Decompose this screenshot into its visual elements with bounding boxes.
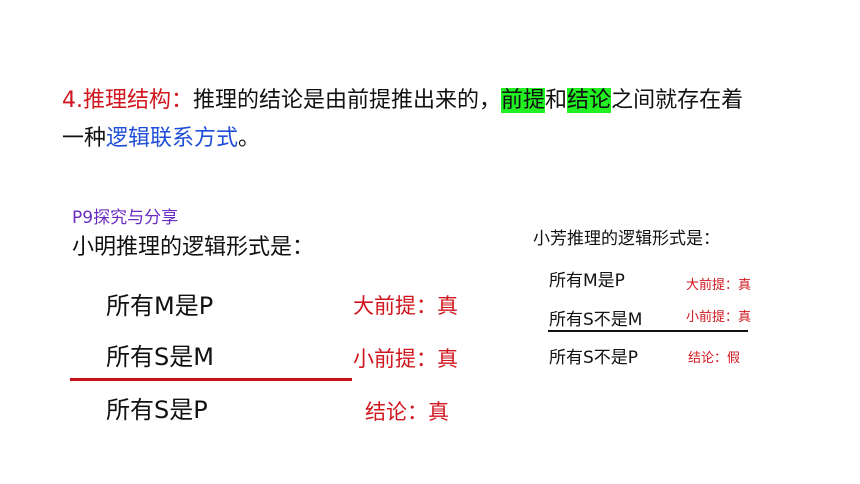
xiaoming-conclusion: 所有S是P: [106, 396, 208, 424]
intro-text-1: 推理的结论是由前提推出来的，: [193, 88, 502, 113]
xiaofang-minor-premise: 所有S不是M: [549, 310, 643, 330]
xiaoming-minor-premise: 所有S是M: [106, 343, 214, 371]
intro-end: 。: [238, 126, 261, 151]
intro-and: 和: [545, 88, 568, 113]
intro-label: 4.推理结构：: [62, 88, 193, 113]
xiaoming-major-tag: 大前提：真: [353, 294, 458, 318]
xiaoming-heading: 小明推理的逻辑形式是：: [72, 235, 315, 260]
conclusion-highlight: 结论: [567, 88, 612, 113]
xiaofang-minor-tag: 小前提：真: [686, 310, 752, 325]
intro-line-2: 一种逻辑联系方式。: [62, 120, 743, 158]
xiaoming-minor-tag: 小前提：真: [353, 347, 458, 371]
xiaofang-conclusion-rule: [548, 330, 748, 332]
xiaofang-major-premise: 所有M是P: [549, 271, 625, 291]
intro-text-2: 之间就存在着: [611, 88, 744, 113]
xiaofang-heading: 小芳推理的逻辑形式是：: [533, 229, 720, 249]
intro-line-1: 4.推理结构：推理的结论是由前提推出来的，前提和结论之间就存在着: [62, 82, 743, 120]
xiaoming-conclusion-tag: 结论：真: [365, 400, 449, 424]
premise-highlight: 前提: [501, 88, 546, 113]
reasoning-structure-paragraph: 4.推理结构：推理的结论是由前提推出来的，前提和结论之间就存在着 一种逻辑联系方…: [62, 82, 743, 158]
xiaofang-conclusion-tag: 结论：假: [688, 351, 741, 366]
logic-form-term: 逻辑联系方式: [106, 126, 239, 151]
section-title: P9探究与分享: [72, 208, 179, 228]
xiaofang-major-tag: 大前提：真: [686, 278, 752, 293]
xiaofang-conclusion: 所有S不是P: [549, 348, 639, 368]
intro-text-3: 一种: [62, 126, 107, 151]
xiaoming-conclusion-rule: [70, 378, 352, 381]
xiaoming-major-premise: 所有M是P: [106, 292, 214, 320]
